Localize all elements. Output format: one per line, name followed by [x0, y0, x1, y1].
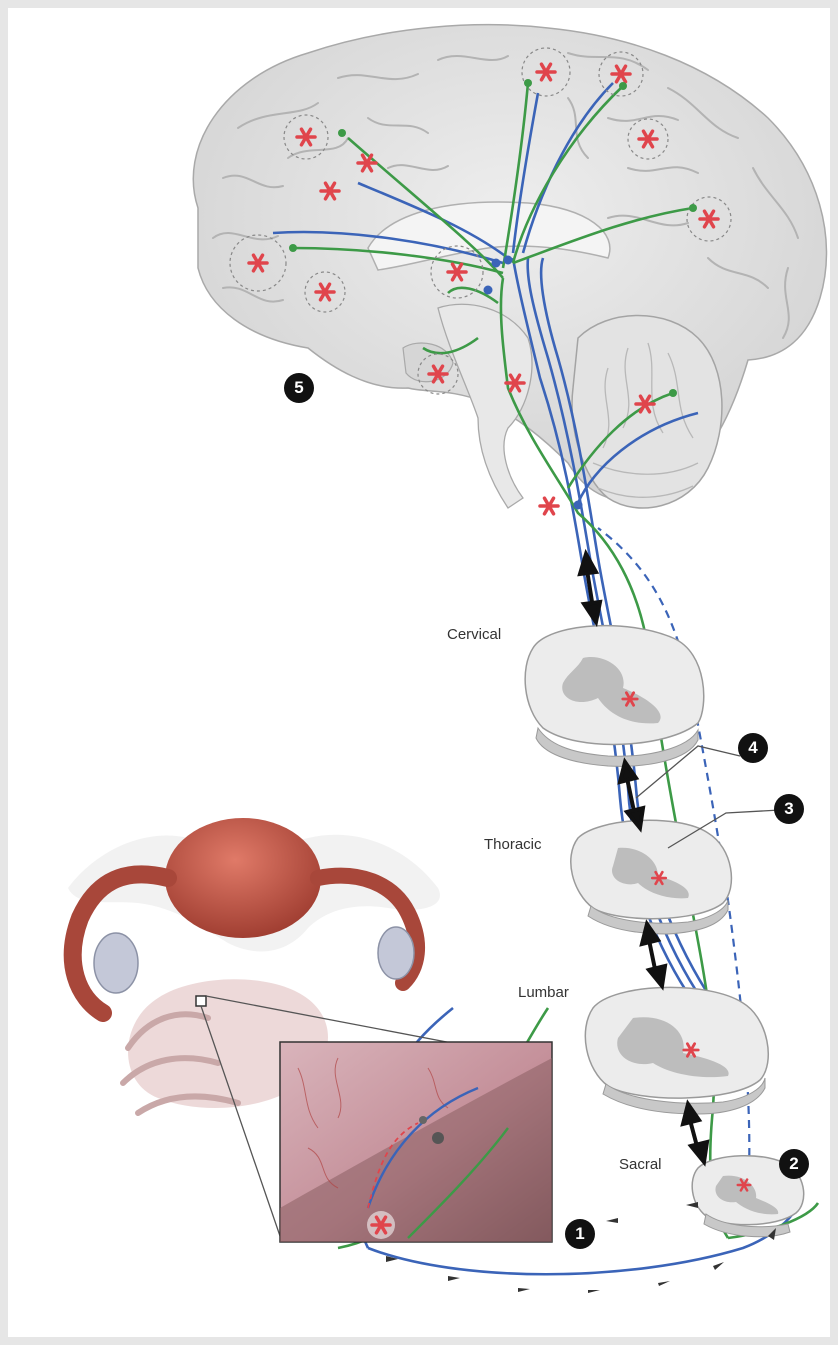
neuron-cell [419, 1116, 427, 1124]
brainstem [438, 304, 532, 508]
level-label-thoracic: Thoracic [484, 836, 542, 853]
level-label-sacral: Sacral [619, 1156, 662, 1173]
spinal-segment-lumbar [585, 987, 768, 1114]
badge-1: 1 [565, 1219, 595, 1249]
brain [193, 25, 826, 508]
spinal-segment-thoracic [571, 820, 732, 934]
ovary-left [94, 933, 138, 993]
badge-3: 3 [774, 794, 804, 824]
pain-focus-asterisk-icon [367, 1211, 395, 1239]
badge-5: 5 [284, 373, 314, 403]
bidirectional-arrow-icon [580, 554, 600, 622]
figure-frame: Cervical Thoracic Lumbar Sacral 1 2 3 4 … [8, 8, 830, 1337]
ovary-right [378, 927, 414, 979]
pain-focus-asterisk-icon [540, 498, 558, 514]
level-label-lumbar: Lumbar [518, 984, 569, 1001]
tissue-inset [280, 1042, 552, 1242]
uterus-body [165, 818, 321, 938]
badge-2: 2 [779, 1149, 809, 1179]
neuron-cell [432, 1132, 444, 1144]
inset-locator-box [196, 996, 206, 1006]
cerebellum [572, 316, 722, 509]
level-label-cervical: Cervical [447, 626, 501, 643]
pain-pathway-diagram [8, 8, 830, 1337]
badge-4: 4 [738, 733, 768, 763]
